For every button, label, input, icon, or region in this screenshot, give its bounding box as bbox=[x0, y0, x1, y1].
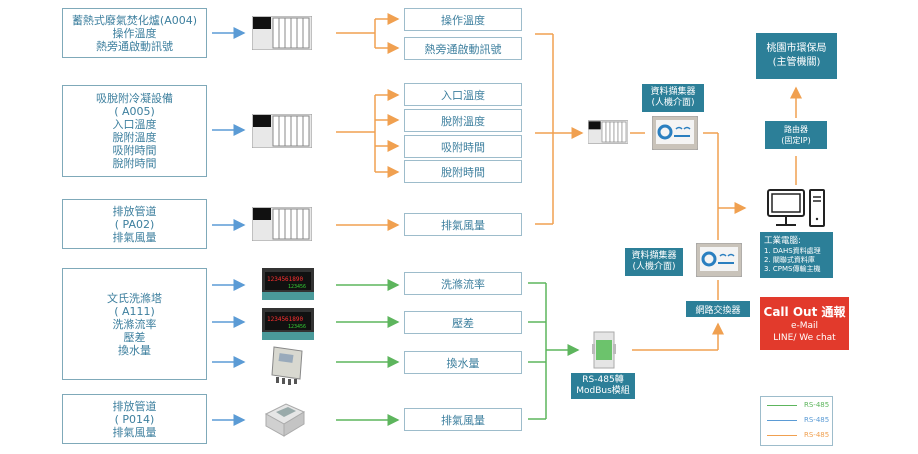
legend-line-blue bbox=[767, 420, 797, 421]
signal-box: 吸附時間 bbox=[404, 135, 522, 158]
source-a004: 蓄熱式廢氣焚化爐(A004) 操作溫度 熱旁通啟動訊號 bbox=[62, 8, 207, 58]
plc-icon bbox=[252, 114, 312, 148]
callout-box: Call Out 通報 e-Mail LINE/ We chat bbox=[760, 297, 849, 350]
source-item: 入口溫度 bbox=[112, 118, 157, 131]
source-title: 排放管道 bbox=[112, 204, 157, 218]
source-item: 熱旁通啟動訊號 bbox=[96, 39, 173, 53]
signal-box: 脫附時間 bbox=[404, 160, 522, 183]
air-flow-sensor-icon bbox=[264, 403, 306, 437]
plc-icon bbox=[252, 16, 312, 50]
source-code: ( P014) bbox=[114, 412, 155, 426]
source-item: 排氣風量 bbox=[112, 230, 157, 244]
source-p014: 排放管道 ( P014) 排氣風量 bbox=[62, 394, 207, 444]
svg-text:123456: 123456 bbox=[288, 284, 306, 290]
collector-subtitle: (人機介面) bbox=[632, 262, 676, 272]
legend-line-green bbox=[767, 405, 797, 406]
signal-label: 吸附時間 bbox=[441, 140, 485, 154]
signal-label: 換水量 bbox=[446, 356, 480, 370]
agency-box: 桃園市環保局 (主管機關) bbox=[756, 33, 837, 79]
signal-box: 壓差 bbox=[404, 311, 522, 334]
legend: RS-485 RS-485 RS-485 bbox=[760, 396, 833, 446]
svg-text:1234561890: 1234561890 bbox=[267, 316, 304, 323]
router-title: 路由器 bbox=[784, 125, 808, 134]
source-item: 壓差 bbox=[123, 330, 146, 344]
flow-meter-icon bbox=[271, 346, 303, 385]
svg-text:1234561890: 1234561890 bbox=[267, 276, 304, 283]
signal-label: 操作溫度 bbox=[441, 13, 485, 27]
legend-label: RS-485 bbox=[804, 401, 830, 409]
source-code: ( A111) bbox=[114, 304, 155, 318]
source-item: 洗滌流率 bbox=[112, 317, 157, 331]
source-item: 排氣風量 bbox=[112, 425, 157, 439]
signal-box: 入口溫度 bbox=[404, 83, 522, 106]
signal-label: 脫附時間 bbox=[441, 165, 485, 179]
source-item: 吸附時間 bbox=[112, 144, 157, 157]
callout-title: Call Out 通報 bbox=[763, 304, 846, 319]
signal-box: 排氣風量 bbox=[404, 408, 522, 431]
plc-icon bbox=[252, 207, 312, 241]
source-pa02: 排放管道 ( PA02) 排氣風量 bbox=[62, 199, 207, 249]
industrial-pc-title: 工業電腦: bbox=[764, 236, 801, 246]
signal-label: 排氣風量 bbox=[441, 413, 485, 427]
digital-meter-icon: 1234561890 123456 bbox=[262, 268, 314, 300]
modbus-subtitle: ModBus模組 bbox=[576, 386, 630, 396]
source-a005: 吸脫附冷凝設備 ( A005) 入口溫度 脫附溫度 吸附時間 脫附時間 bbox=[62, 85, 207, 177]
router-box: 路由器 (固定IP) bbox=[765, 121, 827, 149]
legend-line-orange bbox=[767, 435, 797, 436]
signal-label: 洗滌流率 bbox=[441, 277, 485, 291]
digital-meter-icon: 1234561890 123456 bbox=[262, 308, 314, 340]
data-collector-label-top: 資料擷集器 (人機介面) bbox=[642, 84, 704, 112]
data-collector-label-bottom: 資料擷集器 (人機介面) bbox=[625, 248, 683, 276]
source-item: 換水量 bbox=[118, 343, 151, 357]
signal-label: 壓差 bbox=[452, 316, 474, 330]
signal-box: 洗滌流率 bbox=[404, 272, 522, 295]
source-code: ( PA02) bbox=[114, 217, 155, 231]
callout-line-wechat: LINE/ We chat bbox=[773, 332, 836, 343]
signal-box: 換水量 bbox=[404, 351, 522, 374]
computer-icon bbox=[767, 189, 825, 227]
source-item: 操作溫度 bbox=[112, 26, 157, 40]
signal-label: 排氣風量 bbox=[441, 218, 485, 232]
network-switch-text: 網路交換器 bbox=[695, 305, 741, 316]
network-switch-label: 網路交換器 bbox=[686, 301, 750, 317]
signal-box: 排氣風量 bbox=[404, 213, 522, 236]
legend-label: RS-485 bbox=[804, 431, 830, 439]
source-a111: 文氏洗滌塔 ( A111) 洗滌流率 壓差 換水量 bbox=[62, 268, 207, 380]
agency-role: (主管機關) bbox=[772, 57, 821, 68]
hmi-panel-icon bbox=[652, 116, 698, 150]
source-title: 蓄熱式廢氣焚化爐(A004) bbox=[71, 13, 198, 27]
signal-box: 熱旁通啟動訊號 bbox=[404, 37, 522, 60]
source-item: 脫附溫度 bbox=[112, 131, 157, 144]
modbus-module-icon bbox=[592, 331, 616, 369]
signal-box: 脫附溫度 bbox=[404, 109, 522, 132]
industrial-pc-box: 工業電腦: 1. DAHS資料處理 2. 關聯式資料庫 3. CPMS傳輸主機 bbox=[760, 232, 833, 278]
signal-label: 熱旁通啟動訊號 bbox=[424, 42, 502, 56]
signal-label: 入口溫度 bbox=[441, 88, 485, 102]
industrial-pc-item: 1. DAHS資料處理 bbox=[764, 247, 821, 255]
industrial-pc-item: 2. 關聯式資料庫 bbox=[764, 256, 815, 264]
source-item: 脫附時間 bbox=[112, 157, 157, 170]
signal-label: 脫附溫度 bbox=[441, 114, 485, 128]
source-title: 排放管道 bbox=[112, 399, 157, 413]
source-title: 文氏洗滌塔 bbox=[107, 291, 162, 305]
agency-name: 桃園市環保局 bbox=[766, 43, 827, 54]
source-code: ( A005) bbox=[114, 105, 155, 118]
svg-text:123456: 123456 bbox=[288, 324, 306, 330]
modbus-title: RS-485轉 bbox=[582, 375, 624, 385]
collector-title: 資料擷集器 bbox=[631, 251, 677, 261]
modbus-module-label: RS-485轉 ModBus模組 bbox=[571, 373, 635, 399]
source-title: 吸脫附冷凝設備 bbox=[96, 92, 173, 105]
plc-icon bbox=[588, 120, 628, 144]
hmi-panel-icon bbox=[696, 243, 742, 277]
legend-label: RS-485 bbox=[804, 416, 830, 424]
industrial-pc-item: 3. CPMS傳輸主機 bbox=[764, 265, 821, 273]
signal-box: 操作溫度 bbox=[404, 8, 522, 31]
collector-subtitle: (人機介面) bbox=[651, 98, 695, 108]
collector-title: 資料擷集器 bbox=[650, 87, 696, 97]
callout-email: e-Mail bbox=[790, 320, 819, 331]
router-subtitle: (固定IP) bbox=[781, 136, 811, 145]
